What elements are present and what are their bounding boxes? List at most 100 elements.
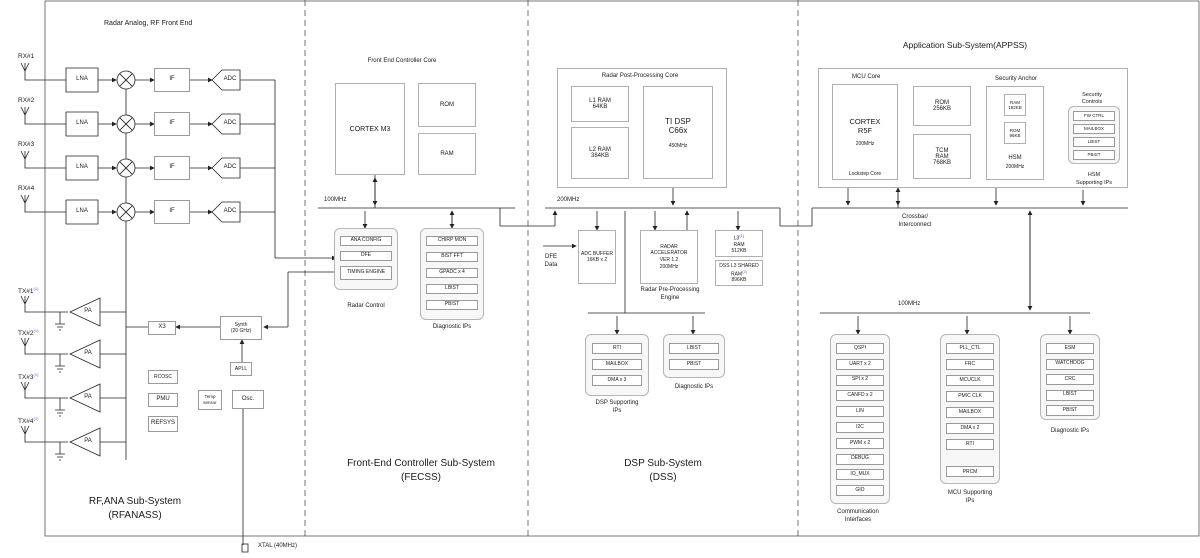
radar-control-item: TIMING ENGINE xyxy=(340,266,392,280)
apss-bus-label: 100MHz xyxy=(898,301,921,307)
hsm-support-item: PBIST xyxy=(1073,150,1115,160)
cortex-freq: 200MHz xyxy=(855,141,875,147)
hsm-support-item: MAILBOX xyxy=(1073,124,1115,134)
apss-diag-label: Diagnostic IPs xyxy=(1050,428,1090,434)
cortex-m3-label: CORTEX M3 xyxy=(349,125,391,133)
lockstep-label: Lockstep Core xyxy=(848,171,882,177)
dss-l3-shared-label: DSS L3 SHARED xyxy=(719,262,759,269)
lna-block: LNA xyxy=(76,120,88,127)
rfanass-title: RF,ANA Sub-System xyxy=(88,496,182,507)
mcu-support-item: PMIC CLK xyxy=(946,391,994,402)
comm-label: Communication xyxy=(837,509,879,515)
pa-block: PA xyxy=(84,308,92,315)
security-controls-label: Security xyxy=(1082,92,1102,98)
hsm-support-item: FW CTRL xyxy=(1073,111,1115,121)
rx-label: RX#1 xyxy=(18,53,35,60)
hsm-support-item: LBIST xyxy=(1073,137,1115,147)
adc-block: ADC xyxy=(223,164,237,171)
interconnect-label: Interconnect xyxy=(898,222,932,228)
accel-line-2: ACCELERATOR xyxy=(650,250,688,257)
adc-buffer-block: ADC BUFFER 16KB x 2 xyxy=(578,230,616,284)
dss-diag-group xyxy=(663,334,725,378)
c66x-label: C66x xyxy=(668,125,688,135)
dss-support-item: DMA x 3 xyxy=(592,375,642,386)
l1-ram-block: L1 RAM 64KB xyxy=(571,86,629,122)
dss-abbrev: (DSS) xyxy=(649,472,677,483)
dfe-data-label: Data xyxy=(544,262,558,268)
l3-ram-label: RAM xyxy=(733,241,745,248)
comm-interface-item: QSPI xyxy=(836,343,884,354)
fecss-ram-block: RAM xyxy=(418,133,476,175)
dss-core-title: Radar Post-Processing Core xyxy=(601,73,679,79)
dsp-freq: 450MHz xyxy=(668,142,688,149)
comm-interface-item: PWM x 2 xyxy=(836,437,884,449)
comm-interface-item: SPI x 2 xyxy=(836,374,884,386)
rcosc-block: RCOSC xyxy=(148,370,178,384)
apss-rom-label: ROM xyxy=(935,100,949,106)
tx-label: TX#3(1) xyxy=(18,372,39,382)
comm-interface-item: LIN xyxy=(836,406,884,418)
radar-control-label: Radar Control xyxy=(347,303,385,309)
hsm-support-label: HSM xyxy=(1087,172,1101,178)
hsm-rom-label: ROM xyxy=(1009,128,1021,133)
dss-bus-label: 200MHz xyxy=(557,197,580,203)
mcu-support-item: PLL_CTL xyxy=(946,343,994,354)
hsm-label: HSM xyxy=(1008,155,1022,161)
pa-block: PA xyxy=(84,438,92,445)
l3-size: 512KB xyxy=(731,247,747,254)
apss-diag-item: PBIST xyxy=(1046,405,1094,416)
adc-buffer-size: 16KB x 2 xyxy=(586,257,608,263)
refsys-block: REFSYS xyxy=(148,416,178,432)
apss-rom-block: ROM 256KB xyxy=(913,86,971,126)
dss-support-item: MAILBOX xyxy=(592,359,642,370)
mcu-support-item: PRCM xyxy=(946,466,994,477)
ti-dsp-label: TI DSP xyxy=(665,116,691,126)
lna-block: LNA xyxy=(76,164,88,171)
rx-label: RX#2 xyxy=(18,97,35,104)
rx-label: RX#3 xyxy=(18,141,35,148)
mcu-support-label: MCU Supporting xyxy=(947,490,993,496)
tcm-ram-label: RAM xyxy=(935,153,949,160)
adc-buffer-label: ADC BUFFER xyxy=(581,251,613,257)
synth-label: Synth xyxy=(234,321,248,328)
fecss-diag-item: GPADC x 4 xyxy=(426,268,478,278)
apss-diag-item: ESM xyxy=(1046,343,1094,354)
lna-block: LNA xyxy=(76,76,88,83)
hsm-freq: 200MHz xyxy=(1005,164,1025,170)
radar-accelerator-block: RADAR ACCELERATOR VER 1.2 200MHz xyxy=(640,230,698,284)
comm-interface-item: DEBUG xyxy=(836,453,884,465)
fecss-diag-item: BIST FFT xyxy=(426,252,478,262)
mcu-support-item: MCUCLK xyxy=(946,375,994,386)
mcu-support-label-2: IPs xyxy=(965,498,975,504)
pa-block: PA xyxy=(84,350,92,357)
apll-label: APLL xyxy=(234,365,248,372)
l2-ram-label: L2 RAM xyxy=(589,147,611,153)
mcu-support-item: FRC xyxy=(946,359,994,370)
dss-title: DSP Sub-System xyxy=(624,458,702,469)
dss-support-label-2: IPs xyxy=(612,408,622,414)
tx-label: TX#1(1) xyxy=(18,286,39,296)
rfanass-abbrev: (RFANASS) xyxy=(108,510,162,521)
tx-label: TX#4(1) xyxy=(18,416,39,426)
apll-block: APLL xyxy=(230,362,252,376)
adc-block: ADC xyxy=(223,76,237,83)
apss-rom-size: 256KB xyxy=(932,106,951,112)
dss-diag-item: LBIST xyxy=(669,343,719,354)
crossbar-label: Crossbar/ xyxy=(901,214,929,220)
dss-diag-label: Diagnostic IPs xyxy=(674,384,714,390)
if-block: IF xyxy=(154,112,190,136)
x3-block: X3 xyxy=(148,321,176,335)
accel-freq: 200MHz xyxy=(659,263,679,270)
l2-ram-block: L2 RAM 384KB xyxy=(571,127,629,179)
crystal-icon xyxy=(240,540,250,553)
hsm-rom-block: ROM 96KB xyxy=(1004,122,1026,144)
fecss-abbrev: (FECSS) xyxy=(401,472,441,483)
x3-label: X3 xyxy=(158,324,166,331)
l1-ram-size: 64KB xyxy=(592,104,608,110)
temp-label: Temp xyxy=(204,394,216,400)
adc-block: ADC xyxy=(223,120,237,127)
apss-diag-item: WATCHDOG xyxy=(1046,358,1094,370)
tx-label: TX#2(1) xyxy=(18,328,39,338)
hsm-ram-label: RAM xyxy=(1010,100,1020,105)
r5f-label: R5F xyxy=(857,126,873,135)
